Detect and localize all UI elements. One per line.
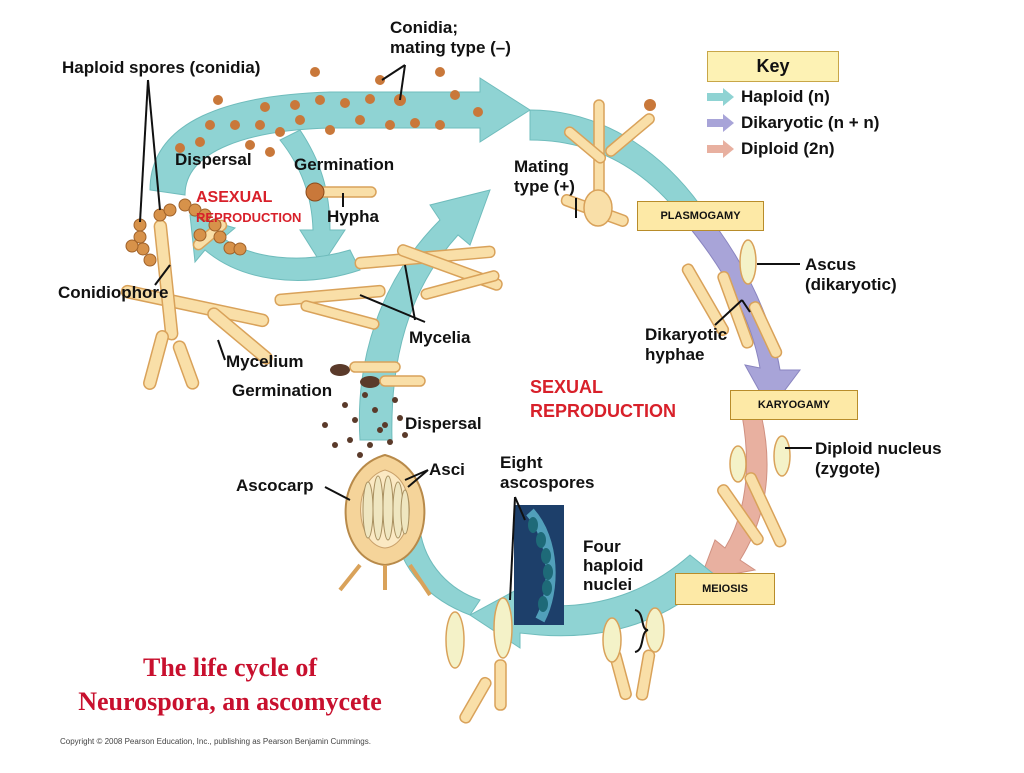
diploid-arrow-icon: [707, 139, 735, 159]
label-sexual-1: SEXUAL: [530, 377, 603, 397]
haploid-arrow-top: [150, 78, 530, 195]
label-ascus-1: Ascus: [805, 255, 856, 275]
ascospore-micrograph: [514, 505, 564, 625]
haploid-arrow-icon: [707, 87, 735, 107]
caption-line-1: The life cycle of: [40, 652, 420, 684]
label-ascus-2: (dikaryotic): [805, 275, 897, 295]
label-dispersal-bottom: Dispersal: [405, 414, 482, 434]
label-conidia-1: Conidia;: [390, 18, 458, 38]
label-four-haploid-2: haploid: [583, 556, 643, 576]
key-row-haploid: Haploid (n): [707, 86, 830, 108]
label-asexual-2: REPRODUCTION: [196, 208, 301, 228]
caption-line-2: Neurospora, an ascomycete: [40, 686, 420, 718]
label-sexual-2: REPRODUCTION: [530, 401, 676, 421]
label-eight-ascospores-2: ascospores: [500, 473, 595, 493]
label-mating-plus-2: type (+): [514, 177, 575, 197]
label-conidiophore: Conidiophore: [58, 283, 168, 303]
haploid-arrow-inner: [359, 190, 490, 440]
key-row-dikaryotic: Dikaryotic (n + n): [707, 112, 879, 134]
label-asci: Asci: [429, 460, 465, 480]
germinating-conidium: [306, 183, 376, 201]
label-four-haploid-3: nuclei: [583, 575, 632, 595]
label-diploid-nucleus-1: Diploid nucleus: [815, 439, 942, 459]
label-mycelium: Mycelium: [226, 352, 303, 372]
label-diploid-nucleus-2: (zygote): [815, 459, 880, 479]
label-mycelia: Mycelia: [409, 328, 470, 348]
key-row-diploid: Diploid (2n): [707, 138, 834, 160]
label-germination-bottom: Germination: [232, 381, 332, 401]
label-dispersal-top: Dispersal: [175, 150, 252, 170]
dikaryotic-arrow-icon: [707, 113, 735, 133]
key-diploid-label: Diploid (2n): [741, 139, 834, 159]
label-hypha: Hypha: [327, 207, 379, 227]
label-eight-ascospores-1: Eight: [500, 453, 543, 473]
label-ascocarp: Ascocarp: [236, 476, 313, 496]
stage-meiosis: MEIOSIS: [675, 573, 775, 605]
stage-plasmogamy: PLASMOGAMY: [637, 201, 764, 231]
copyright-notice: Copyright © 2008 Pearson Education, Inc.…: [60, 737, 371, 746]
label-dikaryotic-hyphae-1: Dikaryotic: [645, 325, 727, 345]
key-haploid-label: Haploid (n): [741, 87, 830, 107]
label-asexual-1: ASEXUAL: [196, 188, 272, 208]
key-title: Key: [707, 51, 839, 82]
label-dikaryotic-hyphae-2: hyphae: [645, 345, 705, 365]
label-germination-top: Germination: [294, 155, 394, 175]
dikaryotic-arrow: [685, 205, 800, 410]
label-haploid-spores: Haploid spores (conidia): [62, 58, 260, 78]
stage-karyogamy: KARYOGAMY: [730, 390, 858, 420]
key-dikaryotic-label: Dikaryotic (n + n): [741, 113, 879, 133]
label-conidia-2: mating type (–): [390, 38, 511, 58]
label-four-haploid-1: Four: [583, 537, 621, 557]
label-mating-plus-1: Mating: [514, 157, 569, 177]
